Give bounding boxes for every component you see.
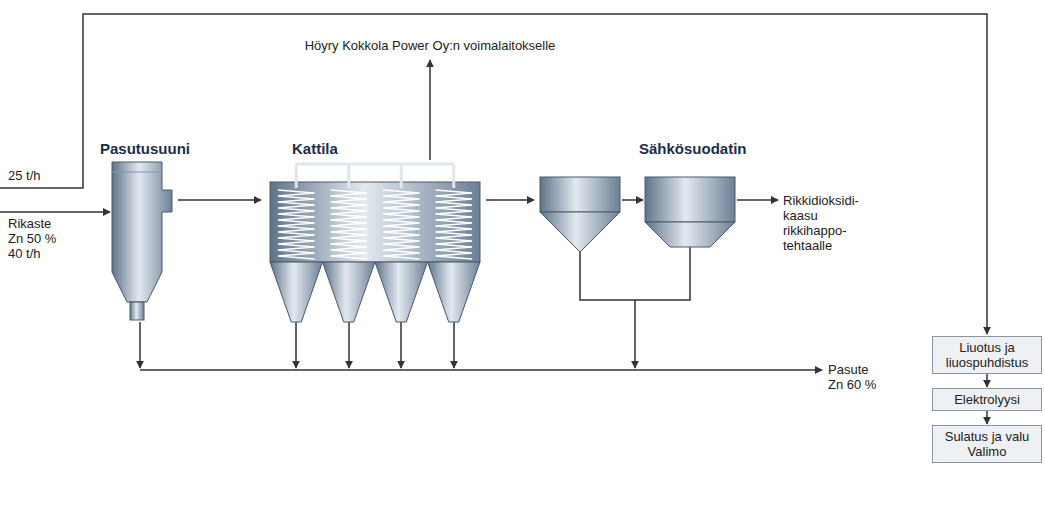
unit-heading: Kattila [292, 140, 338, 157]
calcine-drop [634, 300, 636, 368]
calcine-label: Pasute Zn 60 % [828, 362, 886, 392]
process-box: Liuotus ja liuospuhdistus [932, 336, 1042, 374]
unit-heading: Pasutusuuni [100, 140, 190, 157]
calcine-drop [400, 322, 402, 368]
feed-arrow [0, 211, 110, 213]
calcine-drop [295, 322, 297, 368]
flow-rate: 25 t/h [8, 168, 78, 183]
steam-label: Höyry Kokkola Power Oy:n voimalaitoksell… [300, 38, 560, 53]
dust-return [580, 247, 690, 300]
electrostatic-precipitator: Sähkösuodatin [535, 140, 740, 255]
steam-arrow [429, 60, 431, 160]
flow-arrow [986, 374, 988, 387]
unit-heading: Sähkösuodatin [639, 140, 747, 157]
flow-arrow [986, 411, 988, 424]
gas-arrow [737, 199, 778, 201]
calcine-drop [348, 322, 350, 368]
process-box: Elektrolyysi [932, 388, 1042, 411]
waste-heat-boiler-shape [262, 162, 484, 324]
roasting-furnace: Pasutusuuni [104, 140, 204, 325]
feed-label: Rikaste Zn 50 % 40 t/h [8, 216, 64, 261]
calcine-drop [453, 322, 455, 368]
flow-arrow [486, 199, 534, 201]
calcine-drop [139, 322, 141, 368]
roasting-furnace-shape [104, 162, 176, 322]
gas-label: Rikkidioksidi- kaasu rikkihappo- tehtaal… [783, 193, 875, 253]
box-text: Sulatus ja valu Valimo [937, 429, 1037, 459]
box-text: Elektrolyysi [937, 392, 1037, 407]
calcine-line [140, 369, 822, 371]
bypass-line [0, 14, 987, 334]
process-box: Sulatus ja valu Valimo [932, 425, 1042, 463]
flow-arrow [178, 199, 261, 201]
waste-heat-boiler: Kattila [262, 140, 487, 325]
box-text: Liuotus ja liuospuhdistus [937, 340, 1037, 370]
electrostatic-precipitator-shape [535, 162, 739, 252]
